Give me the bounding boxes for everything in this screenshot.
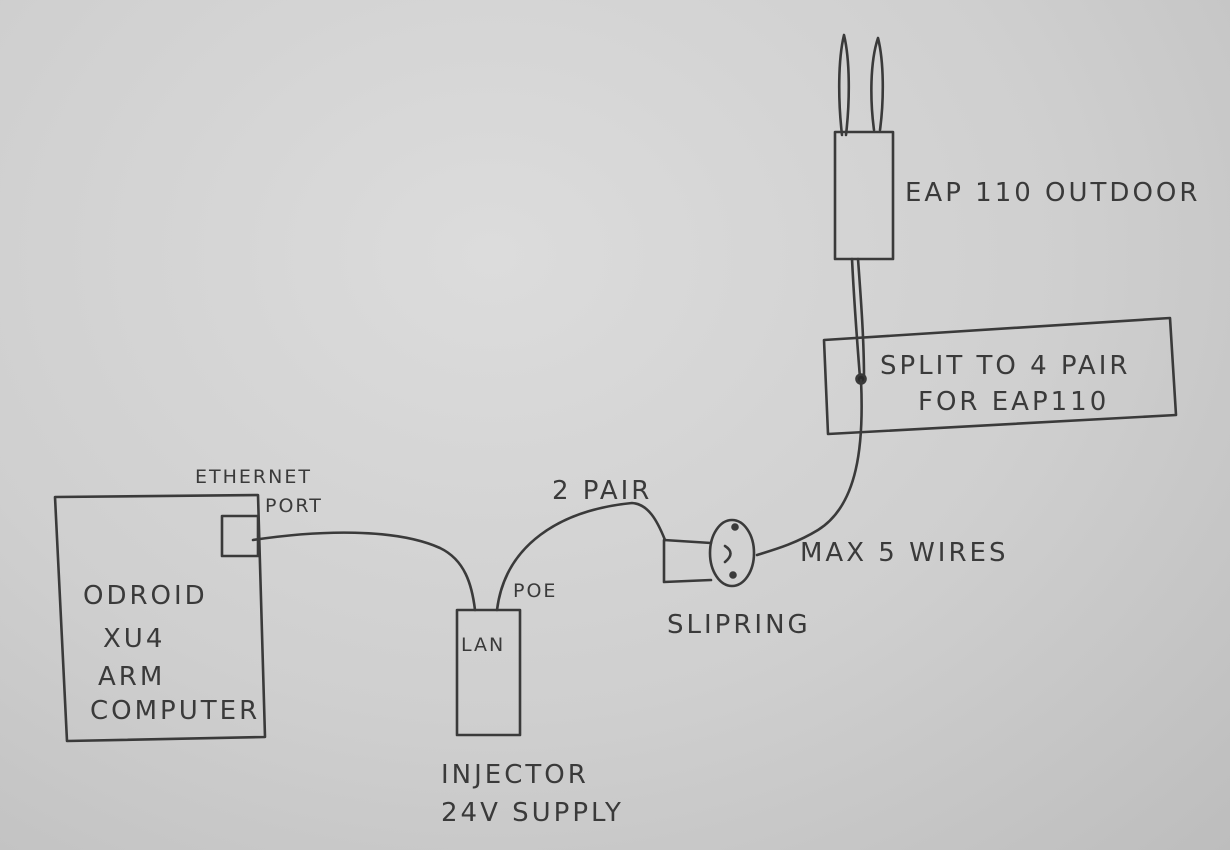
max-wires-label: MAX 5 WIRES	[800, 538, 1009, 568]
slipring-body	[662, 538, 713, 584]
slipring-hole-bottom	[729, 571, 737, 579]
split-label-line1: SPLIT TO 4 PAIR	[880, 351, 1131, 381]
poe-label: POE	[513, 580, 558, 602]
two-pair-label: 2 PAIR	[552, 476, 653, 506]
odroid-label-line3: ARM	[98, 662, 166, 692]
eap110-label: EAP 110 OUTDOOR	[905, 178, 1201, 208]
split-box	[822, 316, 1178, 436]
slipring-inner-arc	[723, 544, 732, 564]
antenna-right	[870, 36, 885, 132]
eap110-box	[833, 130, 895, 261]
lan-cable	[251, 531, 477, 612]
ethernet-port	[220, 514, 260, 558]
eap-cable-b	[856, 257, 866, 380]
antenna-left	[837, 33, 851, 137]
odroid-label-line2: XU4	[103, 624, 166, 654]
eap-cable-a	[850, 257, 862, 380]
lan-label: LAN	[461, 634, 506, 656]
injector-label-line2: 24V SUPPLY	[441, 798, 624, 828]
slipring-label: SLIPRING	[667, 610, 811, 640]
odroid-label-line4: COMPUTER	[90, 696, 261, 726]
max-wires-cable	[755, 378, 863, 557]
two-pair-cable	[495, 501, 667, 612]
injector-box	[455, 608, 522, 737]
injector-label-line1: INJECTOR	[441, 760, 589, 790]
ethernet-label-line1: ETHERNET	[195, 466, 312, 488]
odroid-box	[53, 493, 267, 743]
odroid-label-line1: ODROID	[83, 581, 208, 611]
slipring-hole-top	[731, 523, 739, 531]
slipring-flange	[708, 518, 756, 588]
ethernet-label-line2: PORT	[265, 495, 323, 517]
split-label-line2: FOR EAP110	[918, 387, 1110, 417]
